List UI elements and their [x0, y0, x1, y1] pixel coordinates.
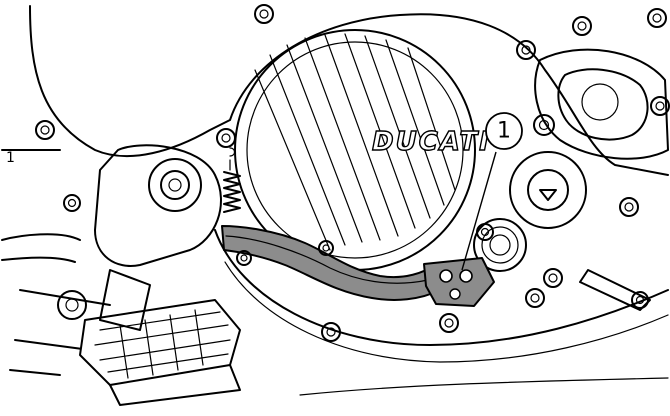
- ducati-logo: DUCATI: [372, 127, 491, 157]
- bolt: [439, 313, 459, 333]
- engine-outline: [29, 5, 669, 176]
- gear-shift-lever-clamp: [423, 257, 495, 307]
- shift-linkage: [579, 269, 651, 311]
- bolts: [35, 4, 670, 342]
- gear-shift-lever-arm: [221, 225, 441, 301]
- bolt: [619, 197, 639, 217]
- callout-1-label: 1: [497, 119, 511, 144]
- footpeg: [79, 299, 241, 406]
- bolt: [321, 322, 341, 342]
- bolt: [650, 96, 670, 116]
- bolt: [216, 128, 236, 148]
- bolt: [647, 8, 667, 28]
- edge-label: 1: [6, 150, 15, 166]
- bolt: [476, 223, 494, 241]
- shift-shaft-spline: [473, 218, 527, 272]
- clamp-bolt-1: [439, 269, 453, 283]
- footpeg-pivot: [57, 290, 87, 320]
- clutch-cover: [234, 29, 476, 271]
- bolt: [63, 194, 81, 212]
- bolt: [631, 291, 649, 309]
- bolt: [254, 4, 274, 24]
- bolt: [543, 268, 563, 288]
- callout-1-leader: [461, 151, 497, 271]
- clamp-bolt-3: [449, 288, 461, 300]
- footpeg-bracket: [94, 144, 222, 267]
- round-inspection-cover: [509, 151, 587, 229]
- frame-tubes: [1, 149, 111, 376]
- clamp-bolt-2: [459, 269, 473, 283]
- bolt: [318, 240, 334, 256]
- callout-1-circle: [485, 112, 523, 150]
- bolt: [35, 120, 55, 140]
- lower-crankcase-line: [214, 229, 669, 346]
- bolt: [516, 40, 536, 60]
- lower-bracket: [99, 269, 151, 331]
- gear-shift-lever: [221, 225, 495, 307]
- lower-crankcase-line-2: [224, 261, 669, 363]
- bolt: [236, 250, 252, 266]
- bolt: [533, 114, 555, 136]
- return-spring: [223, 147, 241, 213]
- bolt: [572, 16, 592, 36]
- callout-1: 1: [461, 112, 523, 271]
- frame-bottom-line: [299, 377, 669, 396]
- bolt: [525, 288, 545, 308]
- water-pump-housing: [534, 48, 669, 160]
